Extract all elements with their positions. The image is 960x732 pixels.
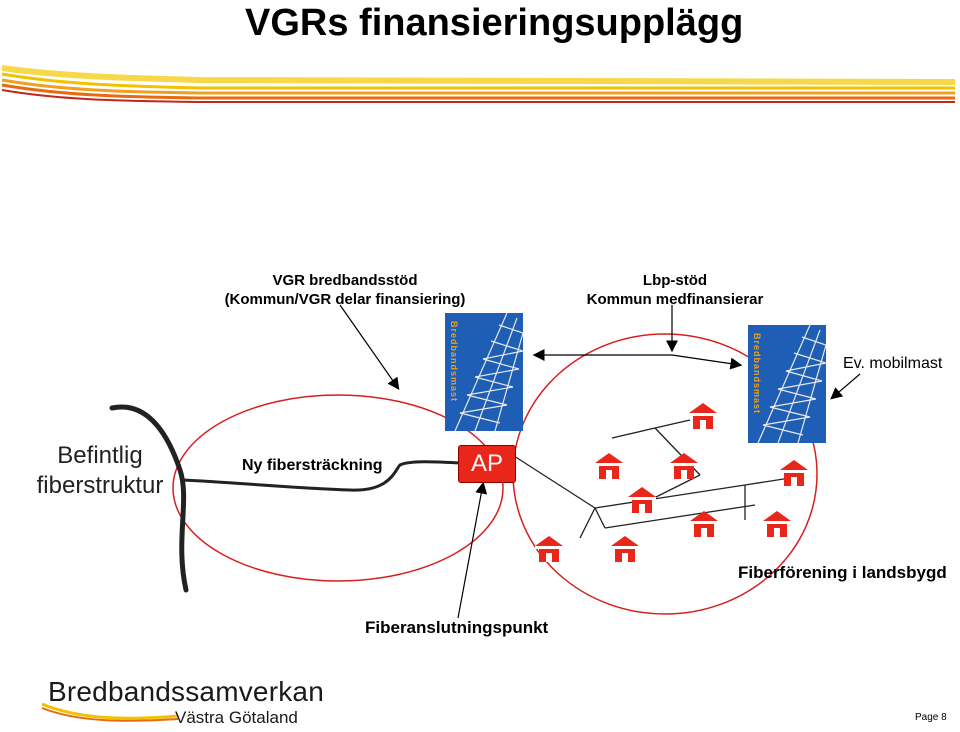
logo-subtext: Västra Götaland: [175, 708, 298, 727]
vgr-support-label: VGR bredbandsstöd: [272, 272, 418, 289]
lbp-support-label: Lbp-stöd: [642, 272, 708, 289]
vgr-area-ellipse: [172, 394, 504, 582]
fiber-association-label: Fiberförening i landsbygd: [738, 563, 947, 582]
lbp-arrow-right: [671, 354, 743, 370]
existing-fiber-label-line2: fiberstruktur: [36, 472, 164, 499]
mobilmast-arrow: [830, 373, 861, 400]
new-fiber-label: Ny fibersträckning: [242, 457, 383, 474]
tower-sign: Bredbandsmast: [449, 321, 459, 403]
mobilmast-label: Ev. mobilmast: [843, 355, 943, 372]
ap-box: AP: [458, 445, 516, 483]
vgr-arrow: [339, 304, 400, 390]
vgr-support-sublabel: (Kommun/VGR delar finansiering): [224, 291, 466, 308]
house-icon: [595, 453, 623, 479]
page-title: VGRs finansieringsupplägg: [245, 2, 744, 44]
tower-image: Bredbandsmast: [445, 313, 523, 431]
title-banner-stripes: [1, 65, 956, 103]
logo-swoosh: [41, 702, 179, 722]
logo-text: Bredbandssamverkan: [48, 676, 324, 707]
lbp-support-sublabel: Kommun medfinansierar: [586, 291, 764, 308]
house-icon: [611, 536, 639, 562]
house-icon: [628, 487, 656, 513]
page-number: Page 8: [915, 712, 947, 723]
house-icon: [535, 536, 563, 562]
house-icon: [780, 460, 808, 486]
fiber-network-lines: [513, 419, 791, 539]
house-icon: [763, 511, 791, 537]
house-icon: [670, 453, 698, 479]
fiber-connection-point-label: Fiberanslutningspunkt: [365, 618, 549, 637]
tower-sign: Bredbandsmast: [752, 333, 762, 415]
existing-fiber-label: Befintlig: [57, 442, 143, 469]
tower-image: Bredbandsmast: [748, 325, 826, 443]
ap-arrow: [457, 481, 488, 619]
house-icon: [689, 403, 717, 429]
new-fiber-line: [181, 460, 461, 492]
existing-fiber-line: [109, 404, 189, 593]
